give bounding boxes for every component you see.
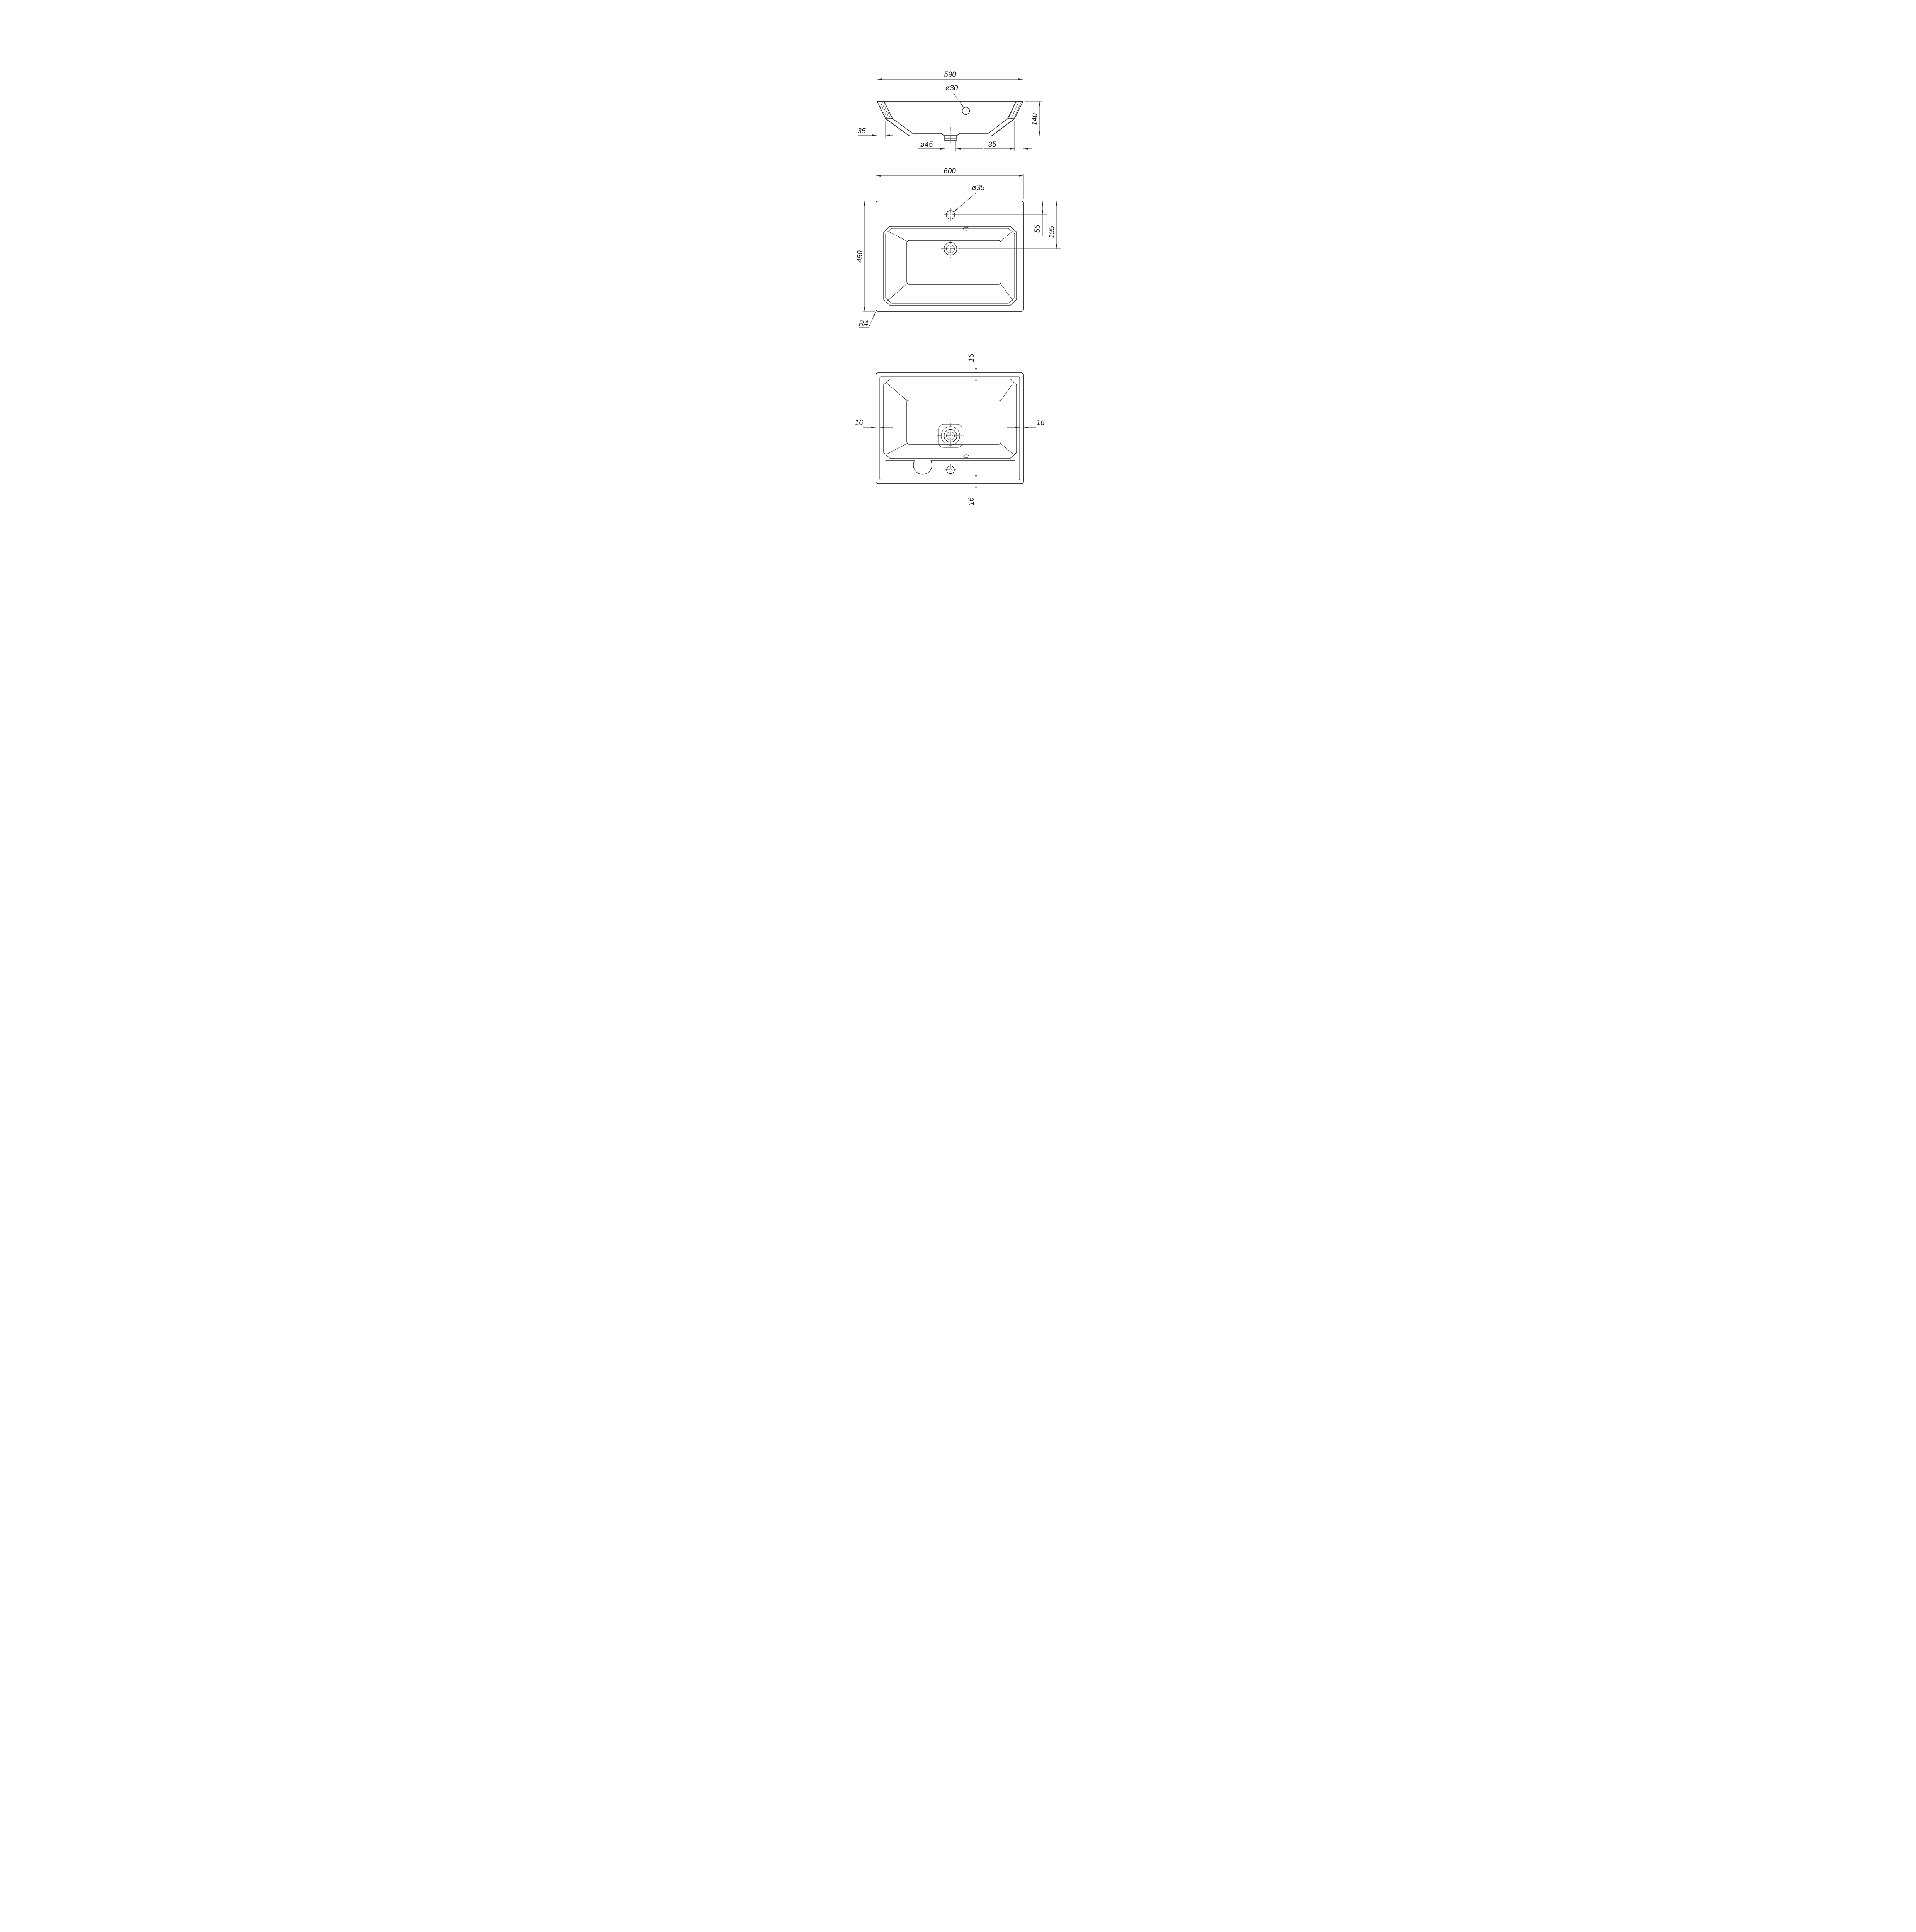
dim-plan-drain-offset: 195	[1048, 226, 1056, 238]
plan-corner-radius-leader	[858, 312, 876, 328]
dim-bottom-wall-bottom: 16	[967, 497, 976, 506]
plan-faucet-leader	[953, 192, 976, 213]
front-bowl-outer-profile	[885, 118, 1015, 136]
dim-front-rim-right: 35	[988, 141, 996, 149]
front-right-rim-hatching	[1007, 101, 1023, 119]
top-plan-view: ø35 600 450 56 195 R4	[856, 167, 1061, 328]
bottom-overflow-hole	[963, 454, 969, 458]
dim-front-overall-width: 590	[944, 71, 956, 79]
front-faucet-leader	[953, 93, 964, 108]
plan-drain-centerlines	[941, 240, 960, 258]
dim-bottom-wall-top: 16	[967, 354, 976, 362]
dim-plan-faucet-dia: ø35	[972, 184, 984, 192]
plan-basin-opening	[883, 226, 1017, 306]
bottom-basin-corner-slopes	[887, 383, 1013, 454]
dim-plan-faucet-offset: 56	[1034, 224, 1042, 233]
bottom-apron-line-with-trap-notch	[885, 460, 1015, 475]
front-faucet-hole	[962, 107, 970, 115]
front-right-rim-section	[1007, 101, 1023, 119]
plan-basin-corner-slopes	[887, 230, 1013, 301]
dim-front-drain-dia: ø45	[920, 141, 933, 149]
dim-bottom-wall-right: 16	[1036, 419, 1045, 427]
plan-outer-rim	[875, 201, 1024, 312]
front-width-extension-lines	[877, 77, 1023, 99]
bottom-drain-centerlines	[937, 423, 964, 449]
front-left-rim-hatching	[877, 101, 893, 119]
dim-front-rim-left: 35	[857, 127, 866, 135]
plan-faucet-centerlines	[943, 208, 957, 222]
dim-plan-overall-width: 600	[944, 167, 956, 175]
plan-offset-extension-lines	[955, 201, 1061, 249]
drawing-sheet: 590 ø30 35 ø45 35 140	[745, 0, 1171, 602]
plan-basin-opening-inner-edge	[885, 228, 1015, 304]
bottom-wall-inner-edge	[879, 376, 1020, 480]
sink-technical-drawing: 590 ø30 35 ø45 35 140	[855, 71, 1061, 506]
dim-front-overall-height: 140	[1031, 113, 1039, 126]
front-rim-left-extension-lines	[877, 104, 886, 138]
front-left-rim-section	[876, 101, 893, 119]
plan-basin-bottom	[906, 240, 1001, 285]
front-drain-extension-lines	[945, 141, 956, 151]
dim-bottom-wall-left: 16	[855, 419, 863, 427]
front-rim-right-extension-lines	[1014, 104, 1023, 151]
bottom-view: 16 16 16 16	[855, 354, 1045, 506]
bottom-faucet-centerlines	[945, 464, 956, 475]
dim-plan-corner-radius: R4	[859, 320, 868, 328]
plan-overflow-hole	[963, 227, 969, 231]
dim-plan-overall-depth: 450	[856, 250, 864, 263]
plan-width-extension-lines	[876, 174, 1023, 199]
front-bowl-inner-profile	[892, 118, 1008, 136]
bottom-outer-rim	[875, 372, 1024, 484]
bottom-basin-outline	[883, 379, 1017, 459]
dim-front-faucet-dia: ø30	[945, 84, 958, 92]
front-elevation-view: 590 ø30 35 ø45 35 140	[857, 71, 1042, 151]
